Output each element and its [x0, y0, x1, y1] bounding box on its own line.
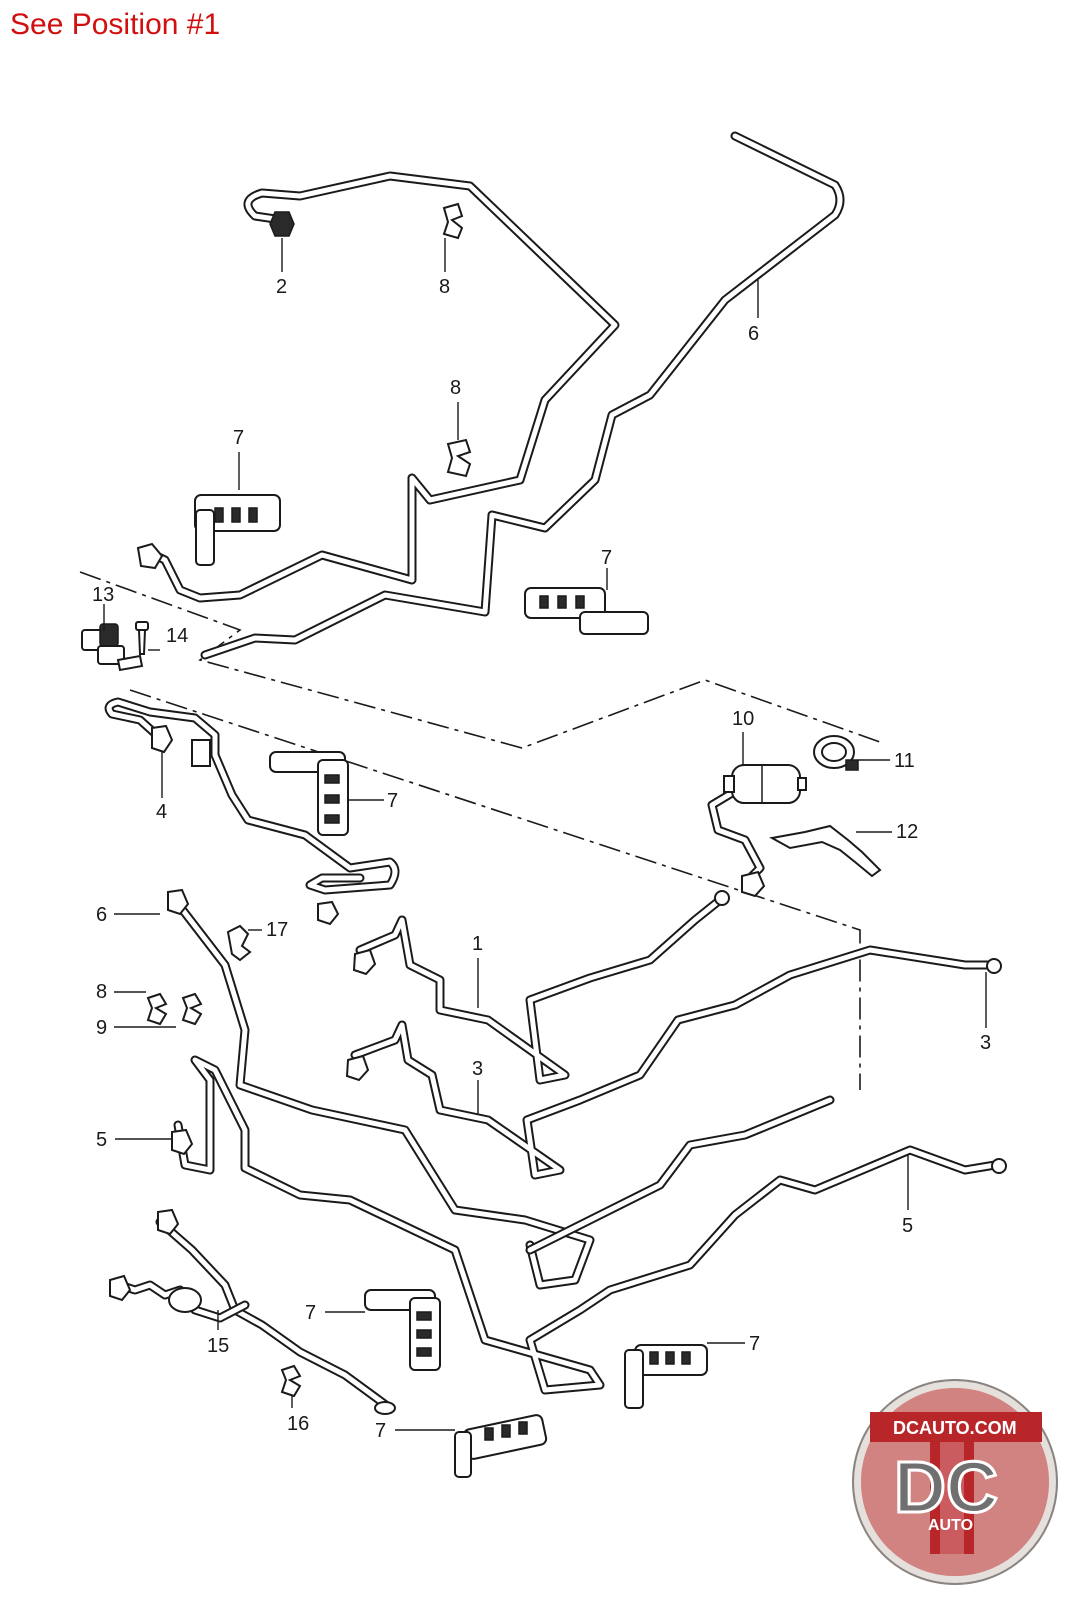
union-nut-3-left	[345, 1054, 370, 1082]
clip-9	[181, 992, 203, 1026]
callout-14: 14	[166, 625, 188, 647]
callout-7: 7	[601, 547, 612, 569]
callout-5: 5	[96, 1129, 107, 1151]
union-nut-4	[151, 724, 174, 754]
callout-3: 3	[472, 1058, 483, 1080]
pipe-holder-7-right	[524, 587, 649, 635]
union-nut-2	[269, 211, 295, 237]
callout-4: 4	[156, 801, 167, 823]
pipe-holder-7-upper	[194, 494, 281, 566]
bracket-pipe-4	[191, 739, 211, 767]
pipe-end-fitting-15-right	[374, 1401, 396, 1415]
bracket-12	[769, 824, 882, 878]
callout-7: 7	[233, 427, 244, 449]
pipe-holder-7-lower-left	[364, 1289, 441, 1371]
callout-8: 8	[96, 981, 107, 1003]
pipe-end-fitting-right-5	[991, 1158, 1007, 1174]
callout-2: 2	[276, 276, 287, 298]
callout-leaders	[103, 238, 987, 1431]
callout-6: 6	[96, 904, 107, 926]
screw-14	[135, 621, 149, 655]
callout-7: 7	[749, 1333, 760, 1355]
callout-10: 10	[732, 708, 754, 730]
union-nut-pipe-end-upper	[136, 542, 164, 570]
callout-12: 12	[896, 821, 918, 843]
union-nut-5-left	[171, 1128, 194, 1156]
callout-3: 3	[980, 1032, 991, 1054]
union-nut-pipe4-end	[317, 900, 340, 926]
pipe-holder-7-lower-right	[624, 1344, 708, 1409]
logo-bottom-text: AUTO	[928, 1517, 973, 1534]
pipe-end-fitting-filter	[714, 890, 730, 906]
pipe-holder-7-mid	[269, 751, 349, 836]
clamp-11	[813, 735, 859, 771]
clip-8-top	[442, 202, 464, 240]
callout-labels: 2 8 6 8 7 7 13 14 10 11 4 7 12 6 17 1 8 …	[92, 276, 991, 1442]
page-title: See Position #1	[10, 8, 221, 41]
clip-16	[280, 1364, 302, 1398]
callout-1: 1	[472, 933, 483, 955]
pipe-end-fitting-right-3	[986, 958, 1002, 974]
logo-top-text: DCAUTO.COM	[893, 1418, 1017, 1438]
callout-5: 5	[902, 1215, 913, 1237]
callout-11: 11	[894, 750, 915, 772]
callout-7: 7	[387, 790, 398, 812]
callout-7: 7	[305, 1302, 316, 1324]
assembly-guide-lines	[79, 571, 881, 1090]
callout-7: 7	[375, 1420, 386, 1442]
callout-15: 15	[207, 1335, 229, 1357]
pipe-holder-7-bottom	[454, 1414, 548, 1478]
callout-17: 17	[266, 919, 288, 941]
callout-6: 6	[748, 323, 759, 345]
union-nut-1	[352, 948, 377, 976]
dcauto-logo: DCAUTO.COM DC AUTO	[852, 1379, 1058, 1585]
callout-8: 8	[450, 377, 461, 399]
pipe-holders	[146, 202, 708, 1478]
valve-13	[81, 623, 144, 672]
callout-16: 16	[287, 1413, 309, 1435]
logo-mark: DC	[894, 1448, 998, 1528]
pipe-nuts	[109, 211, 1007, 1415]
callout-13: 13	[92, 584, 114, 606]
union-nut-filter-out	[741, 870, 766, 898]
fuel-filter-10	[723, 764, 807, 804]
union-nut-15-top	[157, 1208, 180, 1236]
fuel-pipes	[104, 131, 1000, 1413]
callout-9: 9	[96, 1017, 107, 1039]
union-nut-6-lower	[167, 888, 190, 916]
clip-8-mid	[446, 438, 472, 478]
callout-8: 8	[439, 276, 450, 298]
clip-8-lower	[146, 992, 168, 1026]
union-nut-15-left	[109, 1274, 132, 1302]
clip-17	[226, 924, 252, 962]
banjo-fitting-15	[168, 1287, 202, 1313]
